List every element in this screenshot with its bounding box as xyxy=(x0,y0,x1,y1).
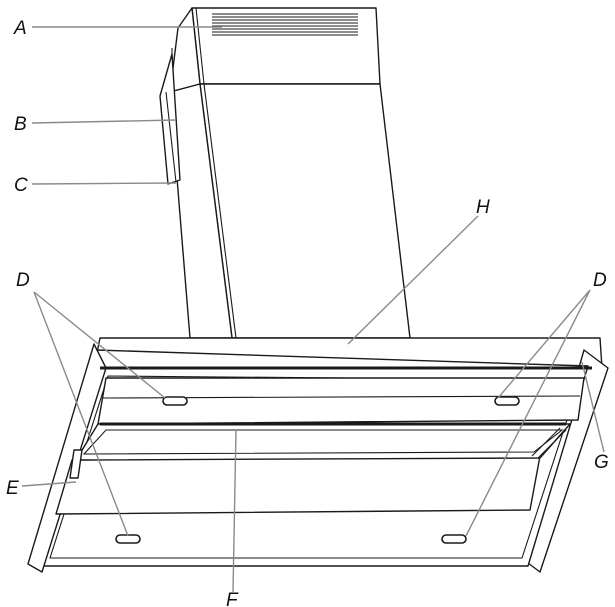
leader-b xyxy=(31,119,177,124)
leader-d-right-2 xyxy=(465,289,591,537)
leader-g xyxy=(581,361,605,453)
leader-h xyxy=(347,215,479,345)
label-g: G xyxy=(594,452,609,473)
label-f: F xyxy=(226,590,239,607)
label-d-right: D xyxy=(593,270,607,291)
label-e: E xyxy=(6,478,19,499)
label-d-left: D xyxy=(16,270,30,291)
label-a: A xyxy=(13,18,27,39)
leader-e xyxy=(21,481,77,487)
grease-filter xyxy=(75,423,571,461)
label-c: C xyxy=(14,175,28,196)
chimney-duct-cover xyxy=(159,7,411,339)
leader-d-left-2 xyxy=(33,291,129,537)
chimney-front-inner-edge xyxy=(195,7,205,85)
leader-f xyxy=(232,429,237,593)
hood-canopy xyxy=(27,337,609,573)
flange-edge xyxy=(165,91,177,183)
chimney-overlap-edge xyxy=(203,83,237,339)
leader-d-left-1 xyxy=(33,291,166,399)
mounting-slot-front-left xyxy=(115,534,141,544)
chimney-side-flange xyxy=(159,53,181,185)
part-labels: A B C H D D G E F xyxy=(6,18,609,607)
label-h: H xyxy=(476,197,490,218)
canopy-left-side xyxy=(27,343,107,573)
mounting-slot-rear-left xyxy=(162,396,188,406)
upper-chimney-front xyxy=(191,7,381,85)
ventilation-slots xyxy=(212,13,358,36)
leader-d-right-1 xyxy=(497,289,591,399)
filter-latch xyxy=(69,449,83,479)
label-b: B xyxy=(14,114,27,135)
mounting-slot-front-right xyxy=(441,534,467,544)
filter-frame xyxy=(82,429,564,455)
mounting-slot-rear-right xyxy=(494,396,520,406)
leader-lines xyxy=(21,26,605,593)
rear-rail xyxy=(97,377,585,425)
leader-c xyxy=(31,182,177,185)
front-rail xyxy=(55,455,541,515)
